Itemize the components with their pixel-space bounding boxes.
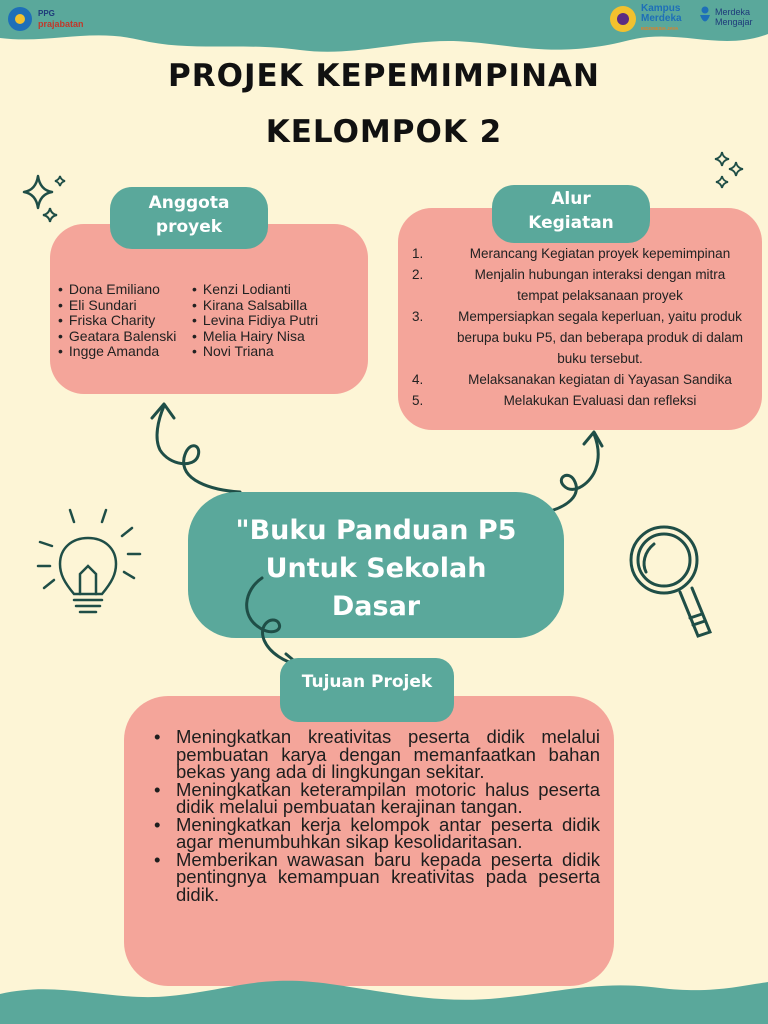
flow-item-text: berupa buku P5, dan beberapa produk di d… [457,330,743,345]
flow-item-text: Mempersiapkan segala keperluan, yaitu pr… [458,309,742,324]
merdeka-mengajar-figure-icon [700,6,710,22]
kampus-logo-line2: Merdeka [641,13,682,24]
member-item: Novi Triana [192,343,352,360]
mm-logo-line2: Mengajar [715,17,753,27]
lightbulb-icon [36,508,142,614]
member-item: Ingge Amanda [58,343,198,360]
flow-item-number: 3. [412,309,424,324]
flow-item-text: buku tersebut. [557,351,643,366]
project-title-line3: Dasar [331,591,421,622]
sparkle-icon [22,174,66,223]
flow-item-text: Menjalin hubungan interaksi dengan mitra [474,267,726,282]
flow-item-text: Melakukan Evaluasi dan refleksi [503,393,697,408]
flow-item: 2. Menjalin hubungan interaksi dengan mi… [412,264,758,306]
goals-list: Meningkatkan kreativitas peserta didik m… [150,727,600,903]
kampus-logo-tagline: INDONESIA JAYA [641,26,679,31]
flow-item: 4. Melaksanakan kegiatan di Yayasan Sand… [412,369,758,390]
member-item: Kenzi Lodianti [192,281,352,298]
flow-item: 1. Merancang Kegiatan proyek kepemimpina… [412,243,758,264]
sparkle-icon [714,151,744,189]
member-item: Dona Emiliano [58,281,198,298]
ppg-logo-line2: prajabatan [38,19,84,29]
flow-label-line1: Alur [551,189,591,209]
flow-item-number: 4. [412,372,424,387]
project-title-line1: "Buku Panduan P5 [235,515,517,546]
members-label-line1: Anggota [148,193,230,213]
flow-item-text: tempat pelaksanaan proyek [517,288,683,303]
member-item: Eli Sundari [58,297,198,314]
members-list-col1: Dona Emiliano Eli Sundari Friska Charity… [58,281,198,360]
bottom-wave-decoration [0,980,768,1024]
members-label: Anggota proyek [110,187,268,249]
goal-item: Meningkatkan kreativitas peserta didik m… [150,727,600,780]
flow-box [398,208,762,430]
members-list-col2: Kenzi Lodianti Kirana Salsabilla Levina … [192,281,352,360]
members-label-line2: proyek [155,217,223,237]
page-title-line2: KELOMPOK 2 [265,114,503,150]
page-title-line1: PROJEK KEPEMIMPINAN [168,58,600,94]
goals-label: Tujuan Projek [280,658,454,722]
tut-wuri-emblem-icon [8,7,32,31]
flow-item-number: 1. [412,246,424,261]
flow-list: 1. Merancang Kegiatan proyek kepemimpina… [412,243,758,411]
top-wave-decoration [0,0,768,52]
kampus-logo-line1: Kampus [641,3,681,14]
flow-item: 5. Melakukan Evaluasi dan refleksi [412,390,758,411]
flow-item-number: 5. [412,393,424,408]
project-title-line2: Untuk Sekolah [265,553,487,584]
flow-label-line2: Kegiatan [528,213,614,233]
flow-item: 3. Mempersiapkan segala keperluan, yaitu… [412,306,758,369]
mm-logo-line1: Merdeka [715,7,751,17]
member-item: Levina Fidiya Putri [192,312,352,329]
merdeka-mengajar-logo: Merdeka Mengajar [698,6,753,28]
flow-item-number: 2. [412,267,424,282]
member-item: Geatara Balenski [58,328,198,345]
magnifier-icon [629,525,712,638]
goal-item: Memberikan wawasan baru kepada peserta d… [150,850,600,903]
flow-label: Alur Kegiatan [492,185,650,243]
curved-arrow-icon [245,576,300,672]
project-title-box: "Buku Panduan P5 Untuk Sekolah Dasar [188,492,564,638]
flow-item-text: Melaksanakan kegiatan di Yayasan Sandika [468,372,732,387]
kampus-merdeka-flower-icon [610,6,636,32]
member-item: Friska Charity [58,312,198,329]
member-item: Kirana Salsabilla [192,297,352,314]
flow-item-text: Merancang Kegiatan proyek kepemimpinan [469,246,731,261]
curved-arrow-icon [150,402,242,494]
goal-item: Meningkatkan keterampilan motoric halus … [150,780,600,816]
ppg-logo: PPG prajabatan [6,6,84,32]
member-item: Melia Hairy Nisa [192,328,352,345]
kampus-merdeka-logo: Kampus Merdeka INDONESIA JAYA [608,4,682,34]
curved-arrow-icon [536,430,604,516]
ppg-logo-line1: PPG [38,9,55,18]
goal-item: Meningkatkan kerja kelompok antar pesert… [150,815,600,851]
